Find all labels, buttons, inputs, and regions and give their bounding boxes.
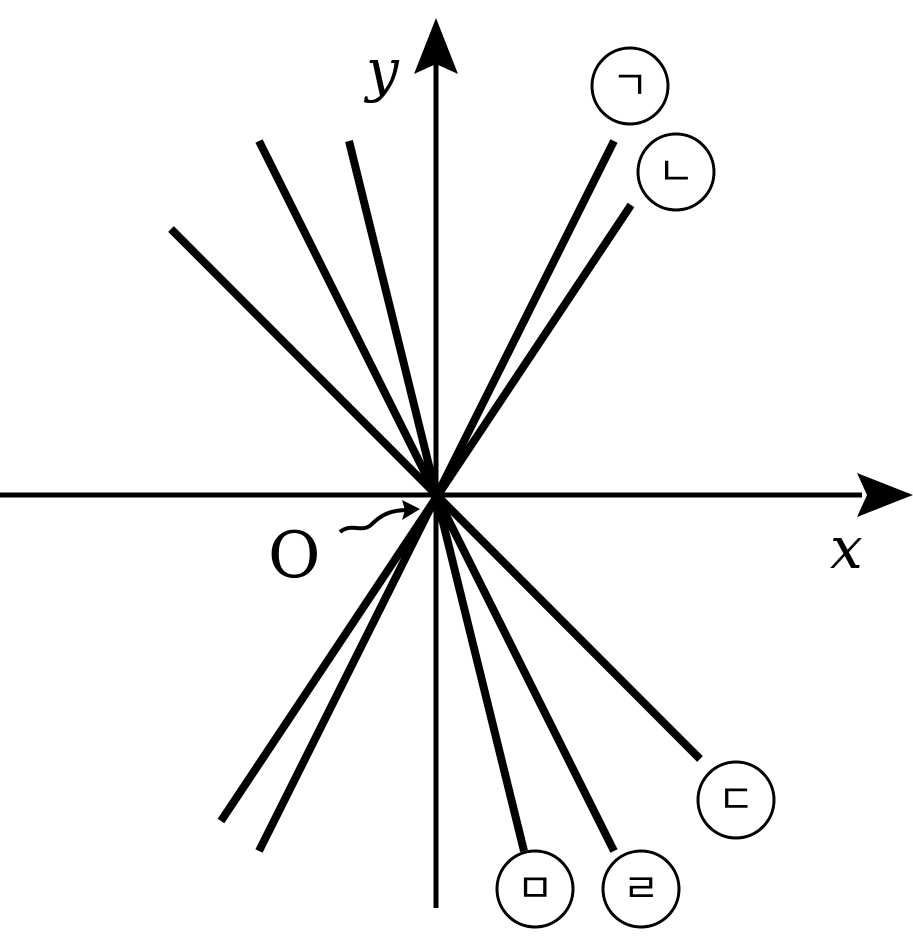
line-label-digeut: ㄷ [696,760,776,840]
origin-pointer-arrowhead [402,500,420,520]
line-nieun [217,202,635,824]
x-axis-arrowhead [857,473,913,517]
line-label-digeut-text: ㄷ [718,777,755,823]
line-label-giyeok-text: ㄱ [612,63,649,109]
line-label-mieum-text: ㅁ [517,866,554,912]
y-axis-label: y [363,36,400,104]
line-label-nieun-text: ㄴ [658,149,695,195]
line-label-mieum: ㅁ [495,849,575,929]
y-axis-arrowhead [414,18,458,74]
origin-pointer-arrow [338,508,409,534]
line-label-rieul-text: ㄹ [623,866,660,912]
line-label-nieun: ㄴ [636,132,716,212]
line-mieum [345,140,528,852]
origin-label: O [268,519,320,593]
line-label-rieul: ㄹ [601,849,681,929]
line-label-giyeok: ㄱ [590,46,670,126]
x-axis-label: x [830,514,863,582]
